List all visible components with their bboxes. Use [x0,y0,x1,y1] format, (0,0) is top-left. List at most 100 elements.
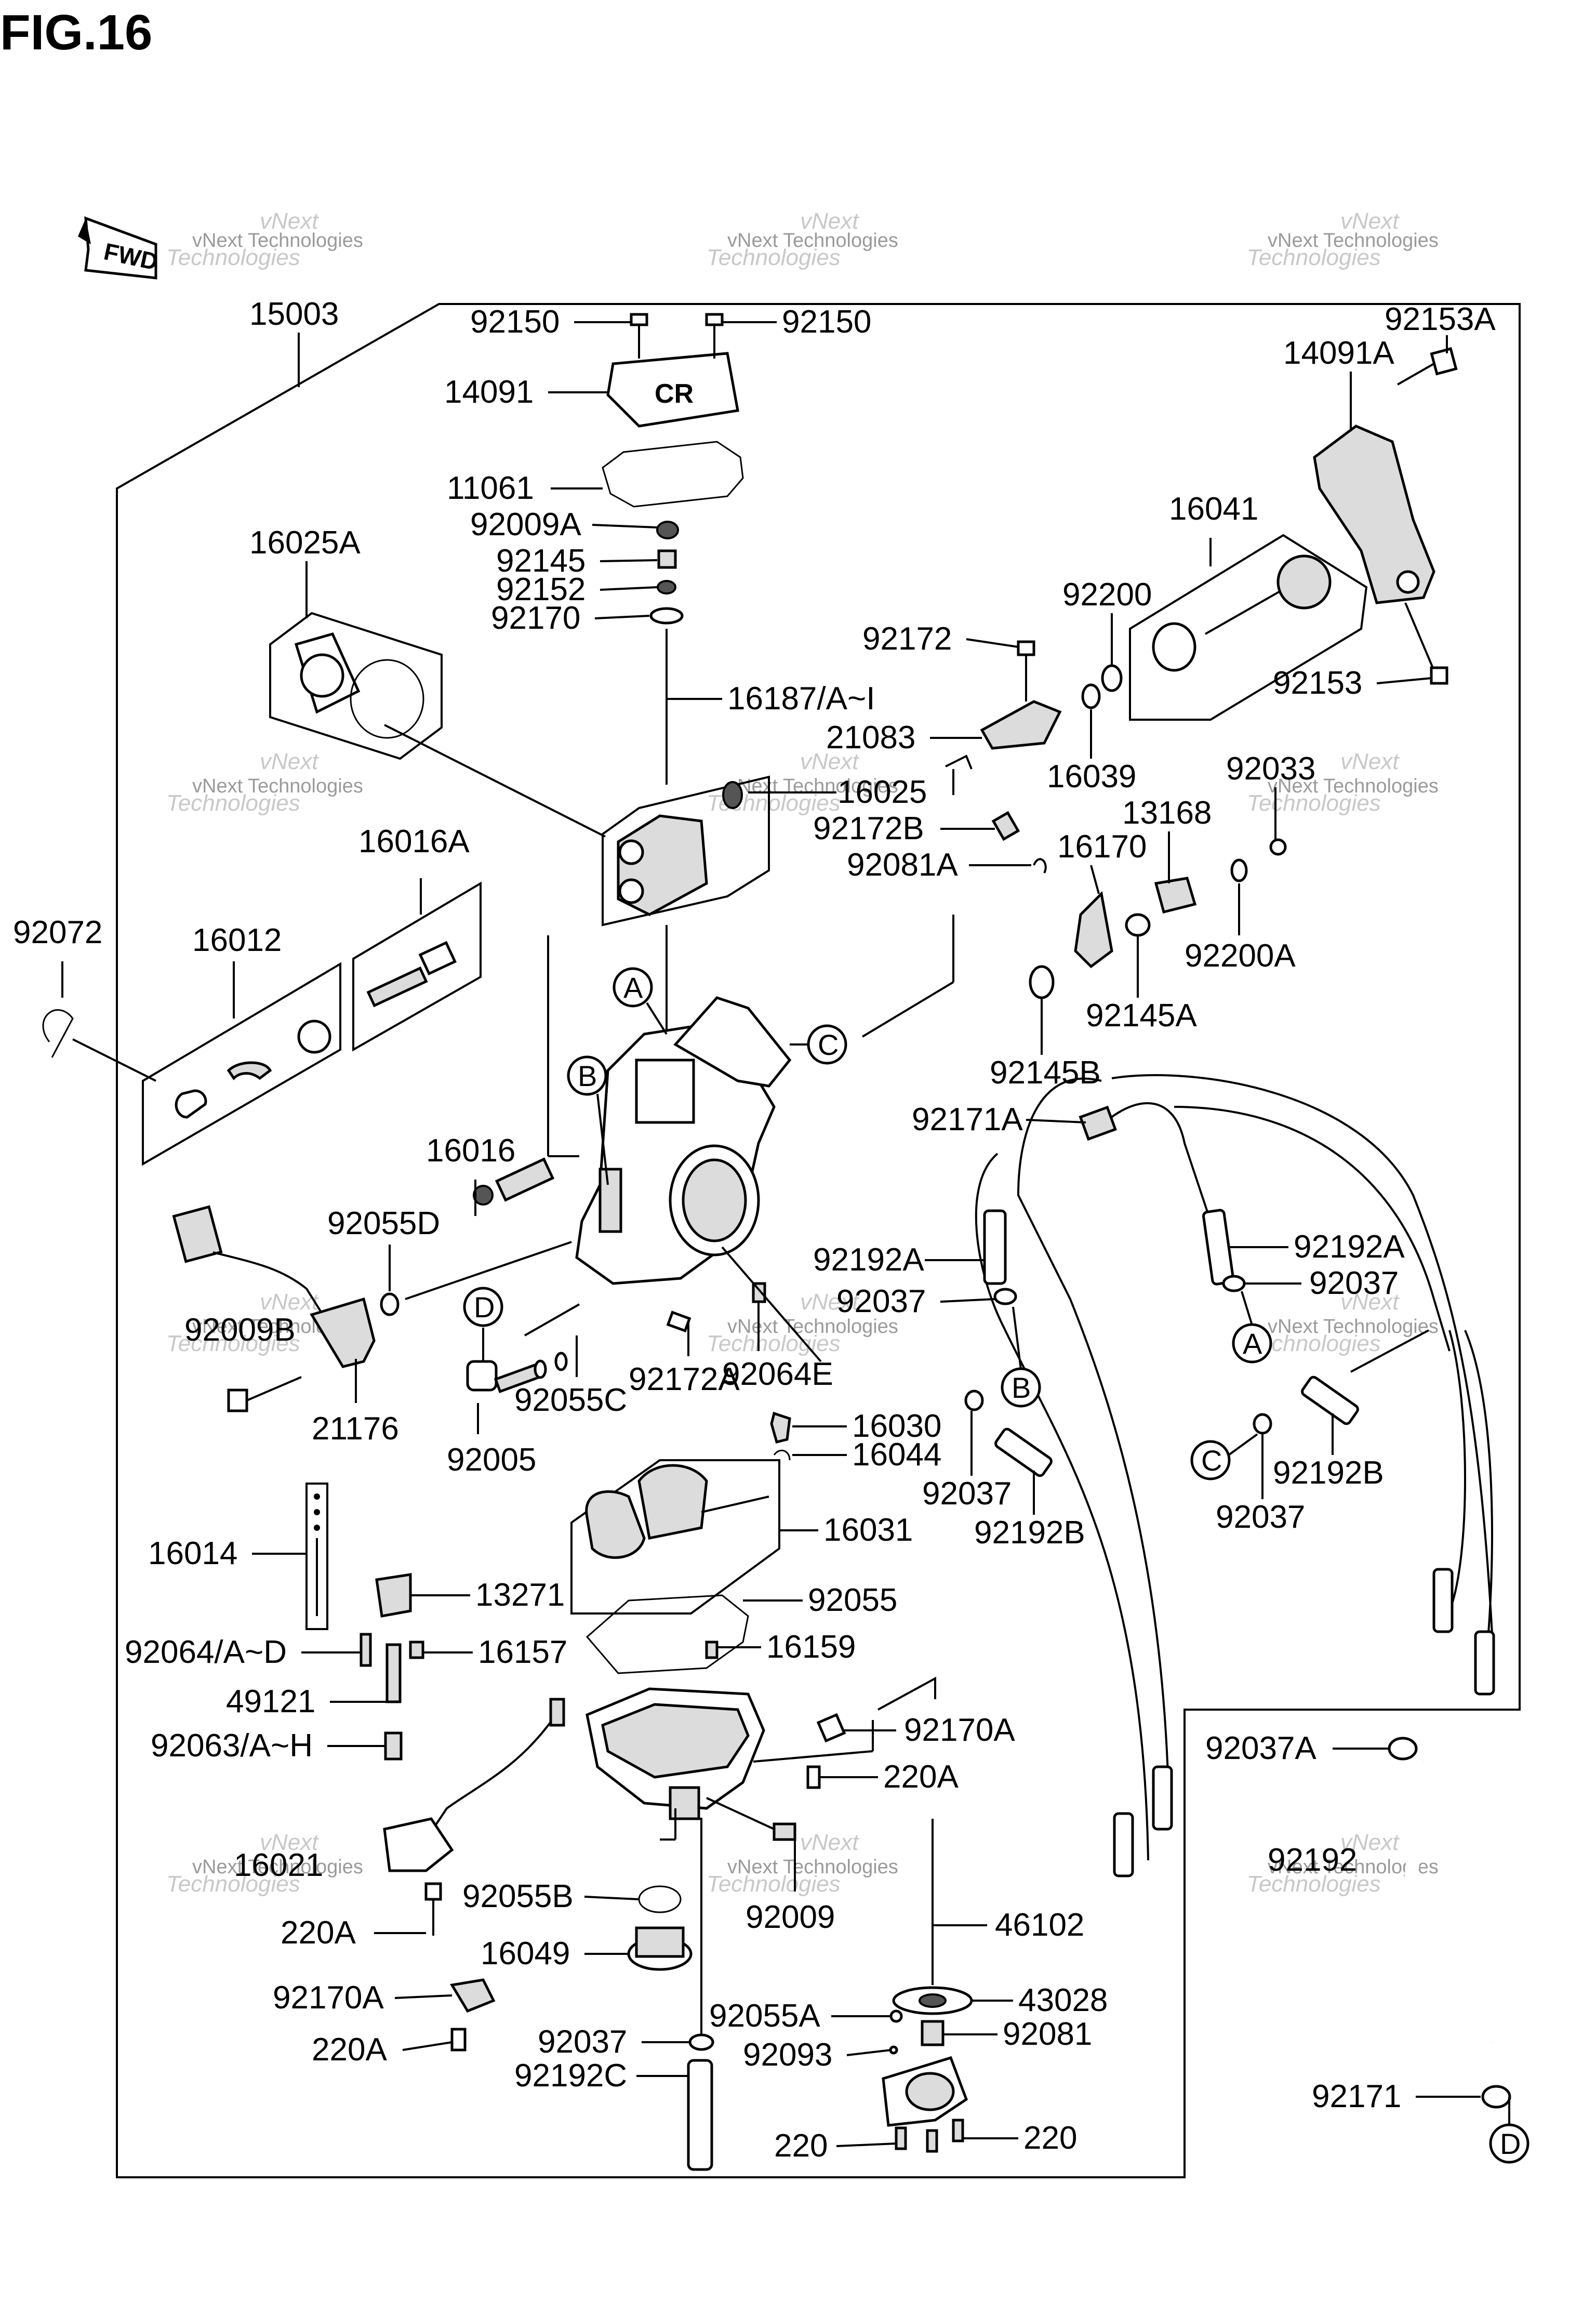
label-92064E: 92064E [722,1356,833,1392]
label-13271: 13271 [410,1577,565,1613]
top-cover-14091: CR [606,352,739,428]
label-16016A: 16016A [358,824,470,859]
svg-text:16049: 16049 [481,1936,570,1972]
leader-92055C-body [524,1303,580,1337]
jet-92064 [360,1633,372,1667]
svg-text:vNext Technologies: vNext Technologies [727,230,898,252]
svg-text:220A: 220A [883,1759,959,1795]
svg-text:13271: 13271 [475,1577,565,1613]
svg-text:92145A: 92145A [1086,998,1197,1034]
svg-text:92172A: 92172A [629,1361,740,1397]
washer-92152 [657,580,676,594]
label-92145B: 92145B [990,998,1101,1091]
label-92171A: 92171A [912,1102,1086,1137]
svg-text:B: B [1012,1371,1031,1404]
svg-text:C: C [818,1028,839,1061]
svg-text:92055C: 92055C [514,1382,627,1418]
callout-b-upper: B [567,1055,609,1185]
label-92192: 92192 [1268,1842,1357,1878]
screw-92153 [1404,602,1448,685]
svg-text:92009: 92009 [746,1899,835,1935]
svg-text:92093: 92093 [743,2037,832,2073]
watermark-11: vNext Technologies vNext Technologies [707,1830,898,1897]
svg-text:11061: 11061 [447,470,534,506]
svg-text:A: A [623,971,643,1004]
label-16016: 16016 [426,1133,515,1169]
float-valve-16030 [770,1411,791,1444]
label-92150-left: 92150 [470,304,631,340]
bracket-92170A-lower [449,1978,496,2013]
watermark-2: vNext Technologies vNext Technologies [707,208,898,270]
svg-text:220: 220 [1023,2120,1077,2156]
svg-text:92081: 92081 [1003,2016,1092,2052]
svg-text:14091: 14091 [444,374,534,410]
screw-220-right [952,2119,964,2142]
svg-text:D: D [1500,2127,1521,2160]
svg-text:16039: 16039 [1047,759,1136,795]
leader-92037-bottom [683,1818,702,2042]
svg-text:vNext: vNext [260,208,319,234]
watermark-6: vNext Technologies vNext Technologies [1247,749,1439,816]
svg-text:A: A [1243,1327,1262,1360]
svg-text:92192B: 92192B [1273,1455,1384,1491]
jet-kit-16014 [305,1483,328,1630]
svg-text:92063/A~H: 92063/A~H [151,1728,313,1764]
svg-text:220: 220 [774,2128,828,2164]
leader-16030-body [721,1246,822,1362]
leader-callout-c [861,981,954,1038]
screw-92009 [773,1822,796,1841]
label-14091A: 14091A [1283,335,1394,431]
svg-text:16041: 16041 [1169,491,1258,527]
clip-92037-d [1253,1413,1272,1435]
label-92009B: 92009B [184,1312,296,1348]
assembly-boundary [116,303,1521,2178]
svg-text:92055B: 92055B [462,1879,574,1914]
svg-text:92081A: 92081A [847,847,958,883]
throttle-housing-14091A [1313,425,1435,604]
svg-text:92192A: 92192A [813,1242,924,1278]
oring-92055C-1 [534,1359,547,1379]
svg-text:13168: 13168 [1122,795,1212,831]
diaphragm-box-16025A [269,612,443,760]
label-92055D: 92055D [327,1206,440,1291]
svg-text:92171A: 92171A [912,1102,1023,1137]
carburetor-body [575,996,792,1285]
svg-text:16025: 16025 [837,774,927,810]
label-220A-left-2: 220A [312,2032,453,2068]
svg-text:92192C: 92192C [514,2058,627,2094]
hot-start-box-16012 [142,962,341,1166]
label-16041: 16041 [1169,491,1258,527]
svg-text:16021: 16021 [234,1847,323,1883]
hose-92192-inner [1404,1760,1498,2044]
label-16187: 16187/A~I [667,681,875,717]
label-92170: 92170 [491,600,650,636]
screw-92172A [666,1311,691,1356]
oring-92055B [638,1885,682,1913]
svg-text:92055D: 92055D [327,1206,440,1241]
svg-text:92153: 92153 [1273,665,1362,701]
label-49121: 49121 [226,1684,387,1719]
jet-16157 [409,1641,424,1659]
watermark-8: vNext Technologies vNext Technologies [707,1289,898,1356]
svg-text:vNext: vNext [260,749,319,774]
label-92037-mid: 92037 [922,1411,1012,1512]
clamp-92072 [42,1009,74,1058]
svg-text:Technologies: Technologies [707,1331,841,1356]
screw-16016 [473,1157,555,1206]
hose-92192B-left [994,1427,1053,1477]
svg-text:16016A: 16016A [358,824,470,859]
oring-92055D [380,1292,400,1316]
cap-92009A [656,521,679,539]
svg-text:vNext: vNext [800,1289,859,1315]
plug-16049 [627,1926,693,1971]
callout-a-lower: A [1232,1291,1272,1364]
label-16021: 16021 [234,1847,323,1883]
svg-text:Technologies: Technologies [707,1871,841,1897]
label-92081: 92081 [943,2016,1092,2052]
washer-92200 [1101,664,1123,692]
svg-text:92152: 92152 [496,572,586,607]
leader-92055D-body [405,1241,572,1300]
svg-text:16030: 16030 [852,1408,941,1444]
svg-text:92055: 92055 [808,1582,897,1618]
